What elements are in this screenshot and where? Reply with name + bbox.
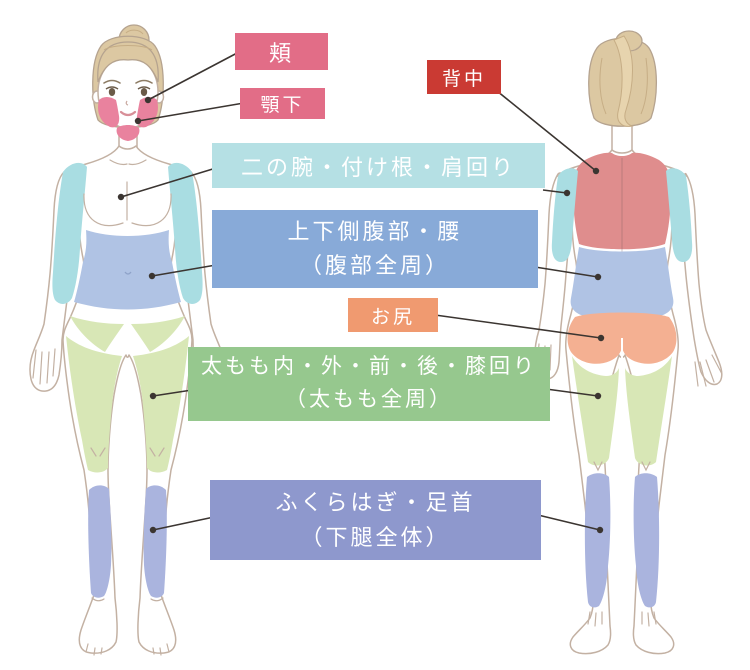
front-left-calf-area (88, 485, 112, 598)
left-eye (108, 88, 116, 96)
under-chin-area (116, 125, 140, 141)
label-thigh: 太もも内・外・前・後・膝回り （太もも全周） (188, 347, 550, 421)
label-under-chin-text: 顎下 (260, 95, 305, 116)
front-body-details (83, 159, 172, 656)
back-left-calf-area (584, 473, 611, 608)
detail-stroke (599, 57, 648, 115)
connector-dot (149, 392, 157, 400)
label-lower-leg-line2: （下腿全体） (300, 525, 451, 550)
connector-back (496, 90, 597, 172)
label-abdomen-line2: （腹部全周） (299, 253, 450, 278)
connector-dot (117, 193, 125, 201)
front-right-thigh-area (133, 336, 189, 473)
connector-calf-back (537, 514, 601, 531)
detail-stroke (103, 29, 153, 51)
back-area (573, 152, 671, 250)
front-right-calf-area (143, 485, 167, 598)
connector-under-chin (137, 102, 245, 122)
front-left-thigh-area (66, 336, 122, 473)
connector-dot (597, 334, 605, 342)
label-abdomen: 上下側腹部・腰 （腹部全周） (212, 210, 538, 288)
label-back: 背中 (427, 60, 501, 94)
back-colored-regions (551, 152, 693, 608)
mouth (119, 110, 137, 117)
front-colored-regions (52, 162, 203, 598)
label-thigh-line2: （太もも全周） (285, 388, 453, 411)
navel-mark (124, 271, 132, 275)
connector-dot (148, 272, 156, 280)
connector-dot (594, 392, 602, 400)
connector-dot (134, 117, 142, 125)
label-abdomen-line1: 上下側腹部・腰 (287, 218, 463, 244)
connector-dots (117, 96, 605, 534)
label-upper-arm: 二の腕・付け根・肩回り (212, 143, 545, 188)
right-eye (140, 88, 148, 96)
knee-marks (593, 461, 651, 472)
toe-lines (85, 643, 170, 656)
label-buttocks-text: お尻 (370, 306, 415, 328)
front-bangs (97, 41, 159, 83)
label-under-chin: 顎下 (240, 88, 325, 119)
connector-dot (596, 526, 604, 534)
connector-dot (592, 167, 600, 175)
front-body-figure (29, 24, 226, 656)
collarbone-lines (109, 159, 147, 166)
front-panty-left-area (70, 316, 124, 352)
label-buttocks: お尻 (348, 298, 438, 332)
back-left-thigh-area (572, 356, 619, 466)
label-thigh-line1: 太もも内・外・前・後・膝回り (201, 355, 537, 379)
connector-abdomen-back (534, 266, 599, 278)
back-waist-area (570, 247, 674, 321)
back-hair (588, 30, 657, 127)
connector-dot (144, 96, 152, 104)
back-right-upper-arm-area (666, 168, 693, 262)
connector-cheek (147, 51, 240, 101)
lines (120, 51, 602, 531)
heel-fold-lines (587, 611, 657, 627)
nose-mark (125, 100, 129, 106)
connector-dot (563, 189, 571, 197)
label-lower-leg: ふくらはぎ・足首 （下腿全体） (210, 480, 541, 560)
label-upper-arm-text: 二の腕・付け根・肩回り (240, 154, 516, 180)
connector-buttocks (434, 314, 602, 339)
label-lower-leg-line1: ふくらはぎ・足首 (275, 489, 476, 515)
label-cheek: 頬 (235, 33, 328, 70)
label-back-text: 背中 (441, 68, 486, 90)
label-cheek-text: 頬 (268, 40, 294, 66)
back-right-calf-area (633, 473, 660, 608)
connector-abdomen-front (151, 264, 217, 277)
connector-calf-front (152, 516, 215, 531)
connector-dot (594, 273, 602, 281)
front-panty-right-area (131, 316, 185, 352)
back-right-thigh-area (625, 356, 672, 466)
eyelashes (105, 86, 151, 90)
back-body-details (587, 461, 657, 627)
knee-marks (90, 447, 165, 457)
connector-dot (149, 526, 157, 534)
eyebrows (103, 79, 153, 84)
front-left-upper-arm-area (52, 162, 87, 304)
ponytail-strand (613, 35, 634, 127)
ankle-lines (91, 597, 164, 602)
connector-thigh-front (152, 389, 193, 397)
connector-upper-arm-front (120, 167, 217, 198)
bust-outline (83, 181, 172, 227)
connector-thigh-back (545, 388, 599, 397)
left-cheek-area (98, 97, 120, 128)
connector-upper-arm-back (542, 189, 568, 194)
front-abdomen-area (74, 230, 181, 310)
